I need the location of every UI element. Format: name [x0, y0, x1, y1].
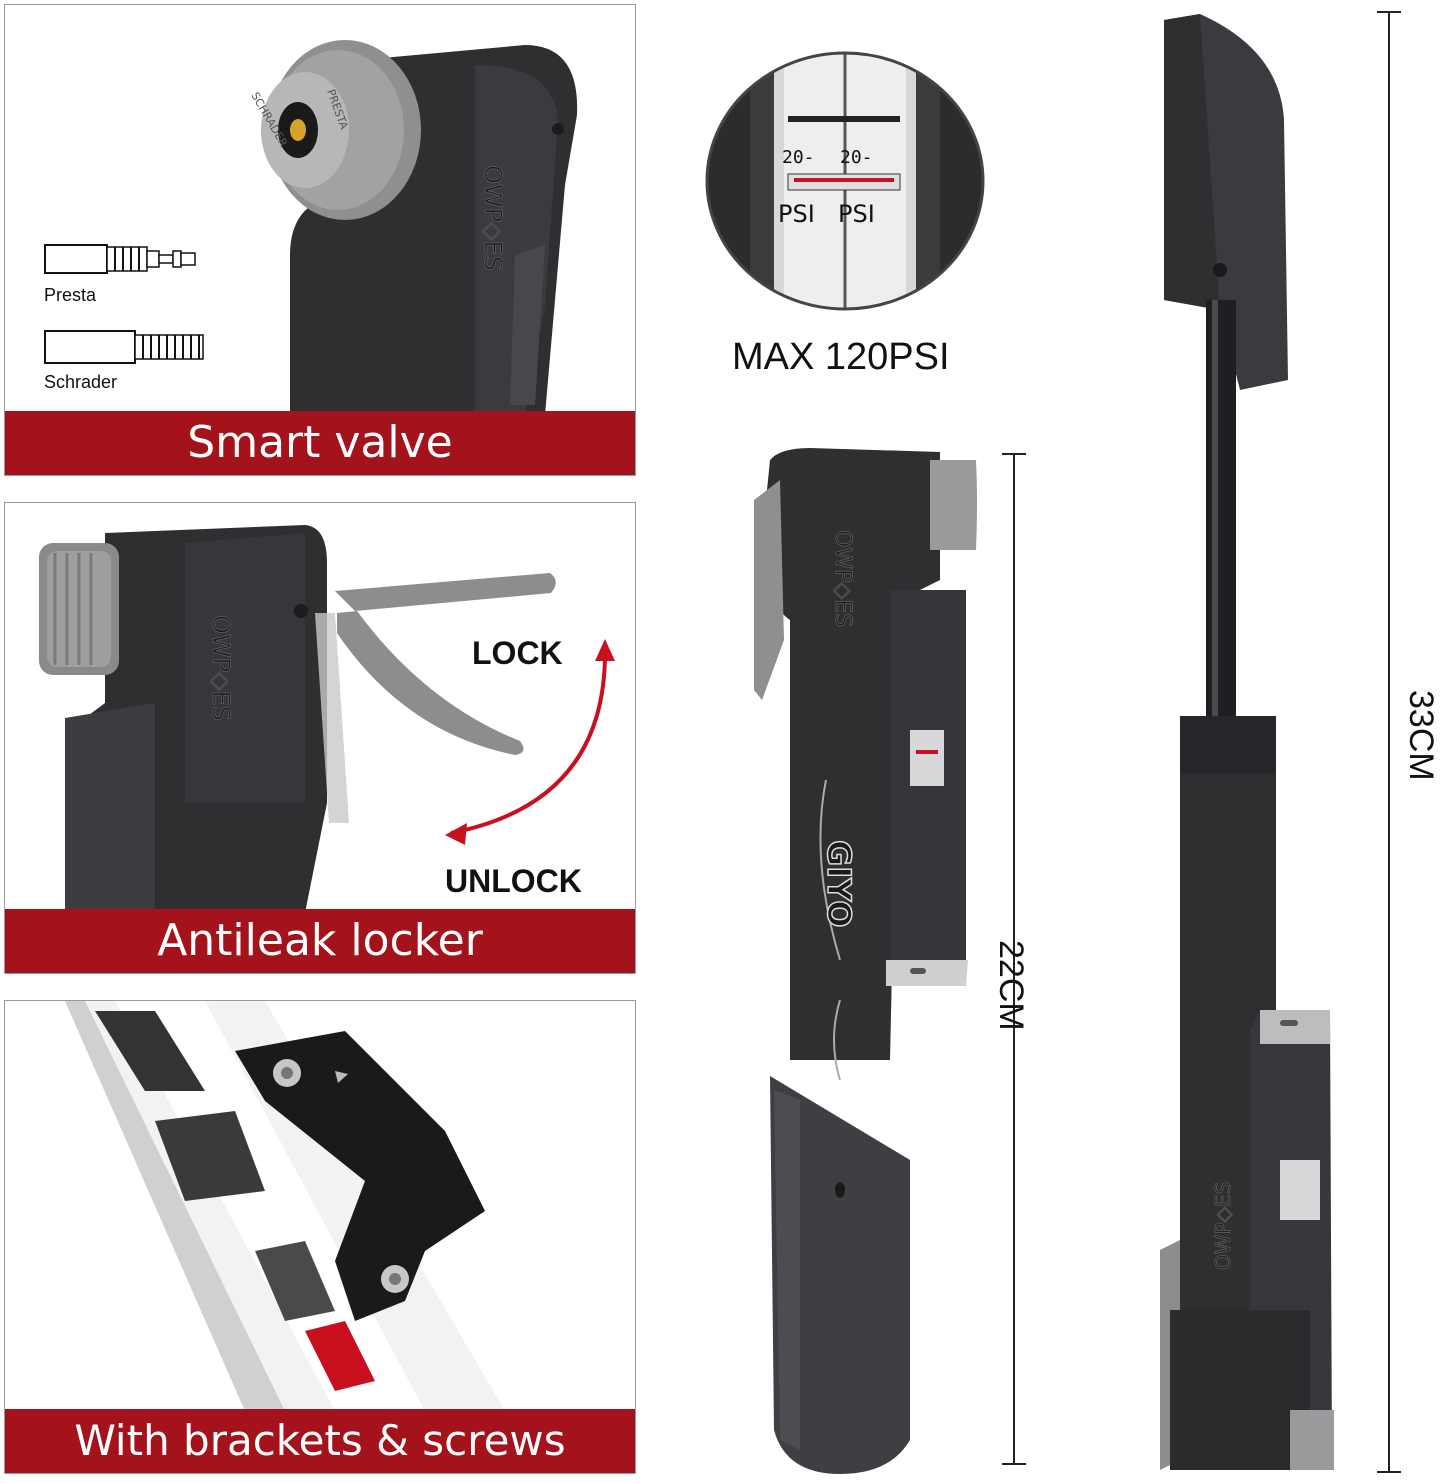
dimension-33cm-label: 33CM — [1402, 690, 1440, 781]
gauge-scale-right: 20- — [840, 147, 873, 168]
lock-label: LOCK — [472, 635, 563, 671]
pump-extended-illustration: OWP◇ES — [1160, 14, 1334, 1470]
gauge-scale-left: 20- — [782, 147, 815, 168]
gauge-zoom-circle: 20- 20- PSI PSI — [705, 51, 985, 311]
svg-text:OWP◇ES: OWP◇ES — [207, 615, 235, 721]
antileak-panel: OWP◇ES LOCK UNLOCK Antileak locker — [4, 502, 636, 974]
unlock-label: UNLOCK — [445, 863, 582, 899]
gauge-unit-left: PSI — [778, 200, 815, 228]
bracket-illustration — [65, 1001, 505, 1411]
svg-text:OWP◇ES: OWP◇ES — [1211, 1182, 1235, 1270]
antileak-banner: Antileak locker — [5, 909, 635, 973]
lock-arc-arrow — [450, 652, 607, 835]
pump-closed-illustration: OWP◇ES GIYO — [754, 448, 977, 1474]
pump-head-illustration: OWP◇ES SCHRADER PRESTA — [248, 40, 578, 415]
brackets-banner: With brackets & screws — [5, 1409, 635, 1473]
smart-valve-panel: OWP◇ES SCHRADER PRESTA Presta Schrader S… — [4, 4, 636, 476]
presta-valve-diagram — [44, 244, 196, 274]
svg-text:OWP◇ES: OWP◇ES — [830, 530, 855, 627]
schrader-label: Schrader — [44, 372, 118, 392]
locker-illustration: OWP◇ES — [39, 525, 615, 913]
dimension-33cm — [1377, 11, 1401, 1473]
svg-text:OWP◇ES: OWP◇ES — [479, 165, 507, 271]
brackets-panel: With brackets & screws — [4, 1000, 636, 1474]
dimension-22cm-label: 22CM — [992, 940, 1030, 1031]
dimension-22cm — [1002, 453, 1026, 1465]
gauge-unit-right: PSI — [838, 200, 875, 228]
schrader-valve-diagram — [44, 330, 204, 364]
brand-logo: GIYO — [820, 840, 858, 927]
smart-valve-banner: Smart valve — [5, 411, 635, 475]
presta-label: Presta — [44, 285, 97, 305]
max-pressure-label: MAX 120PSI — [732, 336, 950, 378]
